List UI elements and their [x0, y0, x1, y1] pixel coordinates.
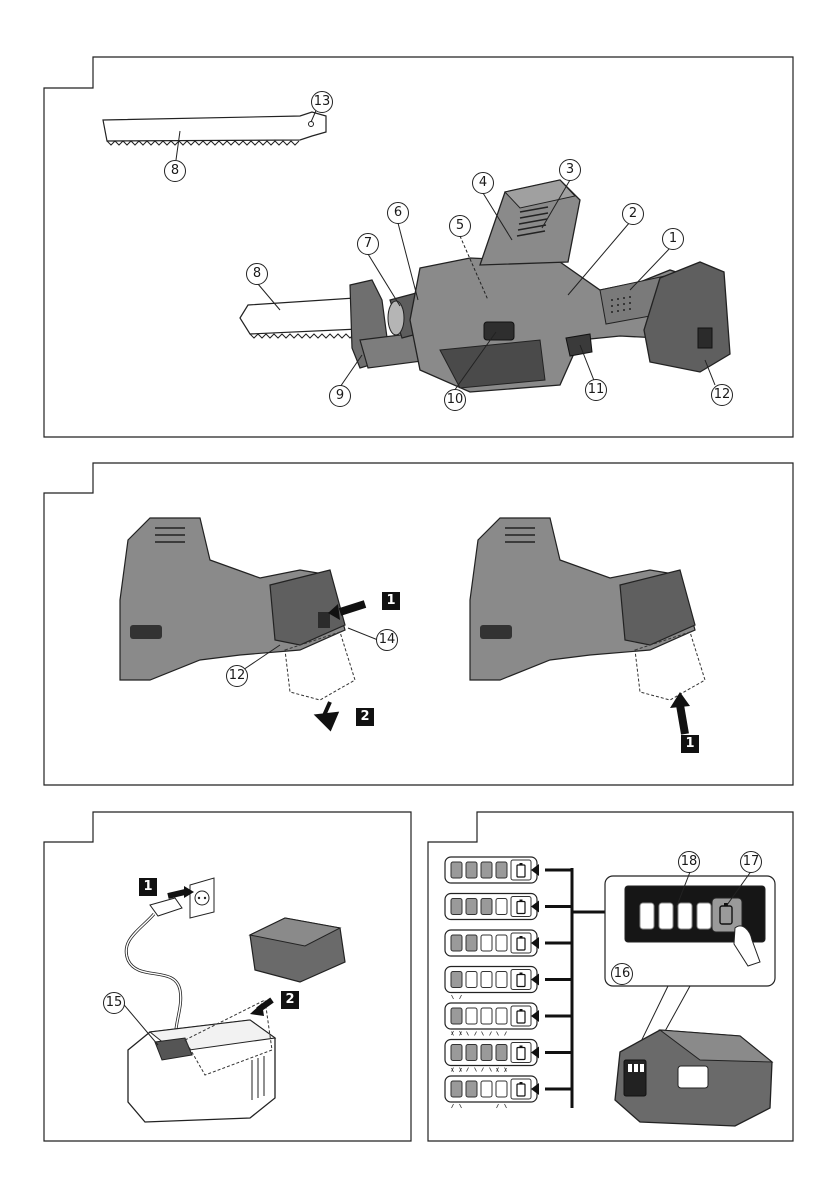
indicator-row	[445, 1032, 572, 1072]
indicator-segment	[481, 862, 492, 878]
indicator-segment	[496, 862, 507, 878]
indicator-segment	[481, 1081, 492, 1097]
indicator-row	[445, 995, 572, 1035]
indicator-segment	[481, 972, 492, 988]
indicator-segment	[451, 1045, 462, 1061]
indicator-segment	[481, 935, 492, 951]
battery-pack-indicator	[615, 1030, 772, 1126]
indicator-segment	[466, 1081, 477, 1097]
indicator-panel-frame	[0, 0, 840, 1150]
indicator-segment	[451, 972, 462, 988]
indicator-segment	[481, 1045, 492, 1061]
callout-17: 17	[740, 851, 762, 873]
indicator-segment	[481, 1008, 492, 1024]
indicator-segment	[496, 1081, 507, 1097]
callout-18: 18	[678, 851, 700, 873]
indicator-segment	[451, 862, 462, 878]
indicator-segment	[451, 1008, 462, 1024]
indicator-segment	[466, 862, 477, 878]
indicator-row	[445, 894, 572, 920]
indicator-segment	[466, 1045, 477, 1061]
indicator-segment	[466, 972, 477, 988]
indicator-row	[445, 1068, 572, 1108]
indicator-segment	[451, 935, 462, 951]
indicator-segment	[451, 899, 462, 915]
indicator-segment	[496, 899, 507, 915]
indicator-segment	[481, 899, 492, 915]
indicator-segment	[466, 1008, 477, 1024]
indicator-segment	[451, 1081, 462, 1097]
callout-16: 16	[611, 963, 633, 985]
indicator-segment	[466, 935, 477, 951]
indicator-segment	[466, 899, 477, 915]
indicator-panel: 18 17 16	[0, 0, 840, 1150]
indicator-segment	[496, 1008, 507, 1024]
indicator-segment	[496, 972, 507, 988]
indicator-segment	[496, 935, 507, 951]
indicator-row	[445, 930, 572, 956]
indicator-rows	[445, 857, 572, 1108]
indicator-segment	[496, 1045, 507, 1061]
indicator-row	[445, 967, 572, 993]
indicator-row	[445, 857, 572, 883]
